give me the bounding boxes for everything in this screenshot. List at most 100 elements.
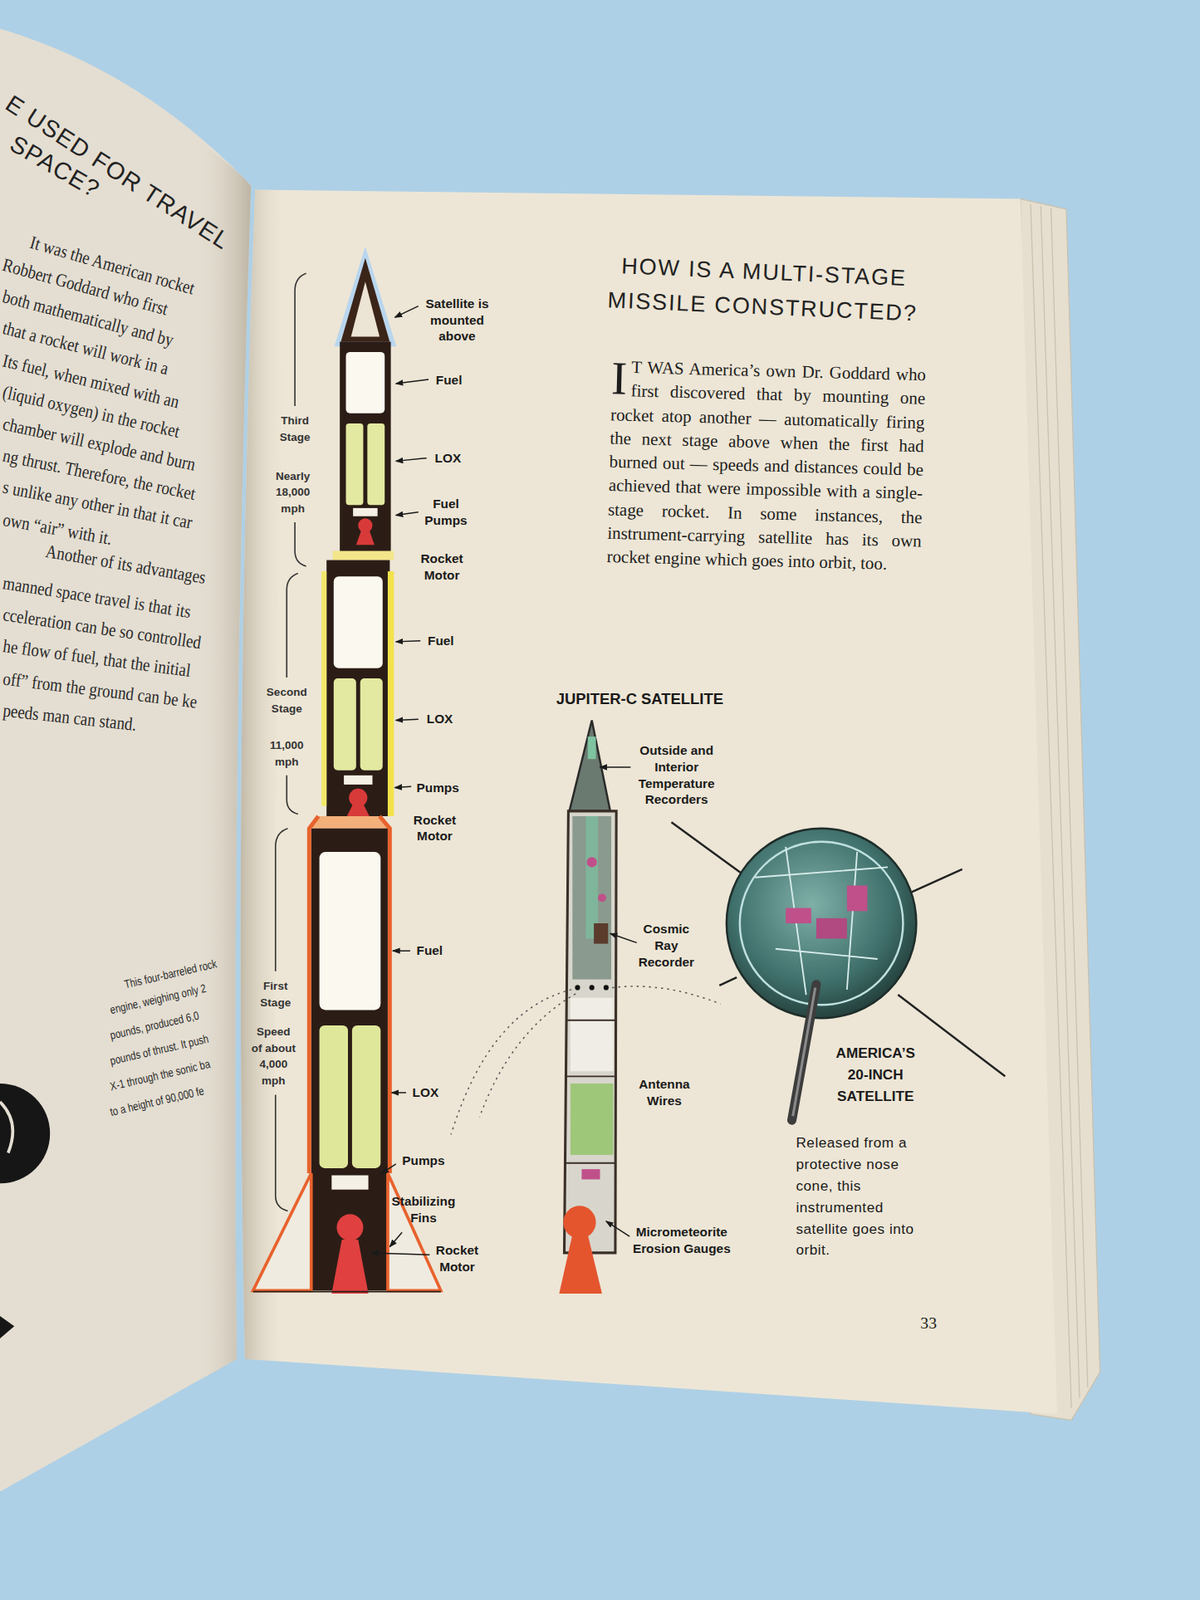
stage-label: Third Stage	[273, 411, 317, 445]
stage-label: Second Stage	[264, 683, 309, 716]
leader-arrows	[599, 767, 637, 1237]
cosmic-ray-recorder	[593, 923, 608, 945]
part-label: Stabilizing Fins	[387, 1194, 460, 1227]
figure-heading: JUPITER-C SATELLITE	[556, 690, 724, 709]
satellite-rod	[792, 984, 817, 1121]
leader-arrow	[606, 1221, 630, 1237]
leader-arrow	[599, 766, 631, 768]
pumps	[343, 775, 373, 785]
satellite-instrument	[816, 918, 848, 940]
part-label: Satellite is mounted above	[423, 295, 491, 345]
instrument	[597, 893, 607, 902]
right-page	[240, 190, 1058, 1415]
instrument	[587, 857, 598, 867]
antenna-wire	[480, 994, 577, 1118]
antenna-wire	[612, 986, 720, 1005]
leader-arrow	[396, 719, 419, 720]
lox-tank	[352, 1025, 381, 1169]
speed-label: Nearly 18,000 mph	[271, 467, 315, 517]
nose-halo	[337, 254, 393, 344]
leader-arrow	[396, 379, 429, 384]
rocket-motor	[347, 803, 370, 817]
part-label: Pumps	[400, 1152, 448, 1170]
rocket-motor	[357, 518, 373, 533]
rocket-motor	[336, 1214, 363, 1241]
leader-arrow	[396, 458, 427, 462]
page-mark	[0, 1316, 15, 1339]
pumps	[331, 1175, 368, 1191]
globe-icon	[0, 1083, 50, 1184]
part-label: LOX	[409, 710, 471, 728]
stage-joint	[308, 816, 390, 829]
second-stage	[326, 560, 390, 817]
figure-caption: Released from a protective nose cone, th…	[795, 1132, 922, 1262]
temperature-recorder	[587, 736, 597, 760]
satellite-rod	[793, 987, 816, 1117]
propellant-tank	[570, 1083, 614, 1156]
figure-heading: AMERICA’S 20-INCH SATELLITE	[829, 1043, 922, 1107]
leader-arrow	[396, 641, 421, 642]
antenna-wire	[450, 989, 572, 1135]
body-paragraph: IT WAS America’s own Dr. Goddard who fir…	[606, 355, 926, 578]
lox-tank	[367, 423, 385, 505]
speed-label: 11,000 mph	[266, 736, 308, 769]
speed-label: Speed of about 4,000 mph	[249, 1023, 298, 1089]
leader-arrow	[395, 786, 412, 788]
instrument-bay	[585, 816, 598, 939]
page-number: 33	[920, 1314, 937, 1333]
lox-tank	[319, 1025, 348, 1169]
page-title: HOW IS A MULTI-STAGE MISSILE CONSTRUCTED…	[593, 247, 934, 332]
leader-arrow	[610, 933, 637, 943]
nose-cone	[340, 258, 390, 343]
part-label: Cosmic Ray Recorder	[637, 921, 696, 971]
jupiter-section	[570, 998, 614, 1072]
satellite-frame	[754, 847, 888, 995]
instrument-bay	[572, 816, 612, 980]
part-label: Fuel Pumps	[420, 495, 471, 529]
satellite-instrument	[785, 908, 812, 924]
part-label: Pumps	[411, 779, 463, 797]
rocket-motor	[331, 1239, 368, 1294]
satellite-instrument	[847, 886, 868, 912]
part-label: Fuel	[409, 942, 451, 960]
satellite-bay	[351, 281, 380, 337]
satellite-shell	[739, 842, 904, 1006]
section-band	[565, 1020, 616, 1164]
fuel-tank	[346, 352, 386, 414]
stage-joint	[333, 551, 395, 561]
leader-arrow	[371, 1253, 430, 1255]
stabilizing-fin	[387, 1173, 441, 1291]
micrometeorite-gauge	[581, 1169, 600, 1180]
leader-arrow	[391, 1092, 407, 1093]
rocket-motor	[563, 1205, 596, 1239]
stage-outline	[308, 816, 390, 1174]
part-label: Fuel	[410, 632, 472, 650]
part-label: Rocket Motor	[431, 1243, 483, 1276]
nose-cone	[569, 720, 611, 811]
jupiter-body	[563, 811, 617, 1254]
leader-arrow	[382, 1164, 397, 1174]
part-label: LOX	[417, 450, 480, 467]
leader-arrow	[389, 1232, 402, 1247]
stage-outline	[321, 571, 327, 807]
antenna-port	[574, 984, 580, 990]
leader-arrow	[396, 512, 419, 516]
pumps	[352, 508, 378, 517]
lox-tank	[360, 678, 383, 771]
antenna-port	[603, 984, 609, 990]
stage-label: First Stage	[255, 977, 295, 1010]
leader-arrow	[392, 950, 411, 951]
stabilizing-fin	[253, 1173, 312, 1291]
part-label: Rocket Motor	[409, 812, 461, 845]
leader-arrow	[395, 306, 419, 319]
lox-tank	[333, 678, 357, 771]
fuel-tank	[333, 576, 383, 669]
part-label: Outside and Interior Temperature Recorde…	[636, 743, 718, 809]
part-label: Rocket Motor	[416, 551, 467, 584]
part-label: Micrometeorite Erosion Gauges	[625, 1224, 738, 1257]
fuel-tank	[319, 852, 382, 1010]
gutter-shade	[240, 190, 289, 1362]
antenna-wires	[450, 986, 720, 1136]
